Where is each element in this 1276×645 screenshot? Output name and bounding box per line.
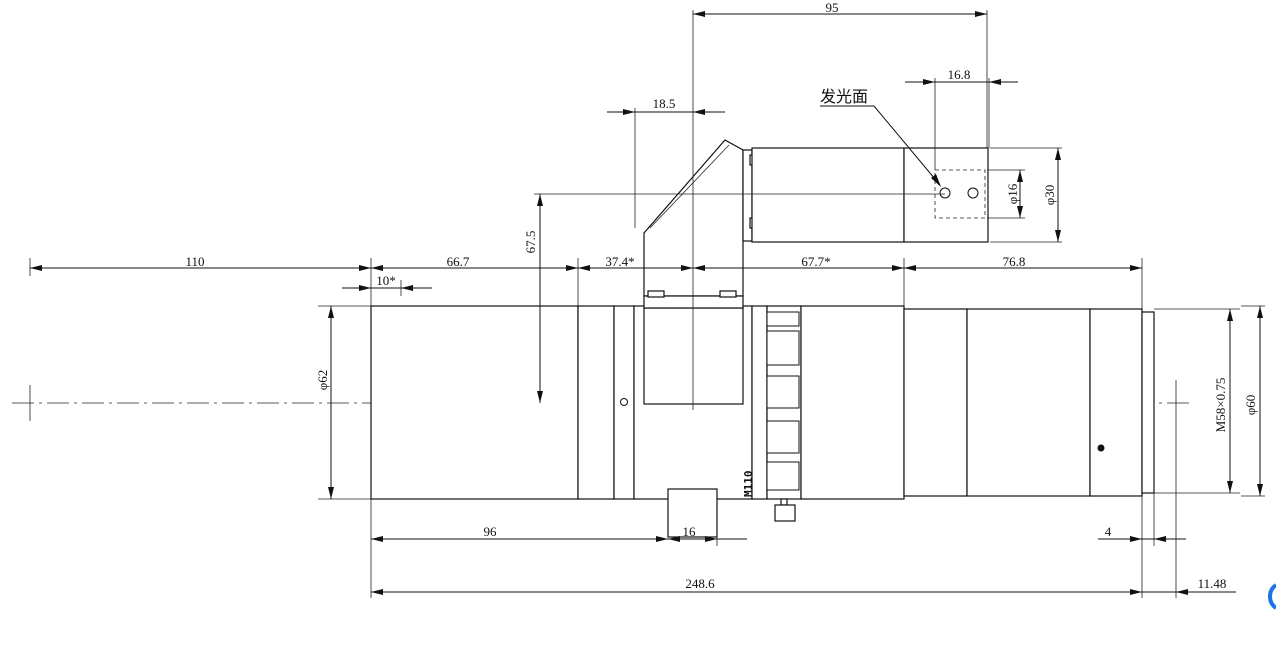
scale-marks-engraving: M110 (742, 471, 755, 498)
mount-block (643, 307, 744, 405)
bottom-tab (667, 488, 718, 538)
dim-37-4: 37.4* (605, 254, 634, 269)
clamp-screw-left (647, 290, 665, 298)
led-hole-2 (967, 187, 979, 199)
clamp-screw-right (719, 290, 737, 298)
dim-66-7: 66.7 (447, 254, 470, 269)
dim-95: 95 (826, 0, 839, 15)
light-source-head (903, 147, 989, 243)
rear-barrel (1089, 308, 1143, 497)
dimension-labels: 95 16.8 18.5 发光面 67.5 φ16 φ30 110 66.7 3… (185, 0, 1258, 591)
dim-16-bottom: 16 (683, 524, 697, 539)
rear-screw (1097, 444, 1105, 452)
lock-screw-head (774, 504, 796, 522)
barrel-ring (613, 305, 635, 500)
lock-screw-stem (780, 498, 788, 506)
dim-18-5: 18.5 (653, 96, 676, 111)
focus-ring (751, 305, 768, 500)
dim-phi30: φ30 (1042, 185, 1057, 206)
dim-248-6: 248.6 (685, 576, 715, 591)
mount-clamp-plate (643, 295, 744, 309)
dim-4: 4 (1105, 524, 1112, 539)
rear-thread-flange (1141, 311, 1155, 494)
emitting-surface-label: 发光面 (820, 87, 868, 106)
dim-10: 10* (376, 273, 396, 288)
prism-holder (643, 139, 744, 297)
dim-phi16: φ16 (1005, 183, 1020, 204)
light-source-body (751, 147, 905, 243)
dimension-lines (30, 11, 1263, 595)
set-screw-hole (620, 398, 628, 406)
coaxial-light-assembly (643, 139, 989, 309)
dim-m58: M58×0.75 (1213, 378, 1228, 433)
barrel-segment-5 (800, 305, 905, 500)
extension-lines (29, 10, 1265, 598)
barrel-segment-2 (577, 305, 615, 500)
lens-body: M110 (370, 305, 1155, 538)
dim-96: 96 (484, 524, 498, 539)
dim-11-48: 11.48 (1198, 576, 1227, 591)
dim-phi62: φ62 (315, 370, 330, 391)
barrel-segment-7 (966, 308, 1091, 497)
led-hole-1 (939, 187, 951, 199)
dim-110: 110 (185, 254, 204, 269)
corner-indicator-icon (1268, 583, 1276, 610)
dim-phi60: φ60 (1243, 395, 1258, 416)
front-barrel (370, 305, 579, 500)
dim-16-8: 16.8 (948, 67, 971, 82)
dim-67-7: 67.7* (801, 254, 830, 269)
dim-76-8: 76.8 (1003, 254, 1026, 269)
dim-67-5: 67.5 (523, 231, 538, 254)
grip-teeth (766, 311, 800, 491)
barrel-segment-6 (903, 308, 968, 497)
